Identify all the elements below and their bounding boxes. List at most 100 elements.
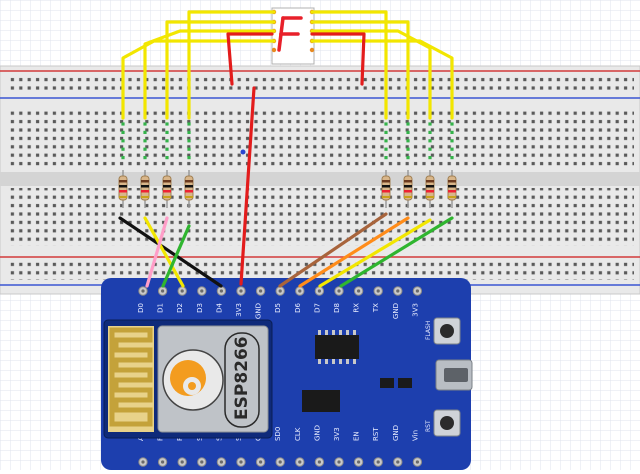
resistor-band (185, 190, 193, 193)
green-dot (406, 122, 410, 126)
green-dot (143, 122, 147, 126)
top-pin-label: D8 (333, 303, 341, 313)
green-dot (428, 147, 432, 151)
top-pin-label: 3V3 (235, 303, 243, 317)
orange-wire (298, 216, 410, 288)
green-dot (187, 147, 191, 151)
top-pin-label: D4 (215, 302, 223, 312)
yellow-wire (165, 20, 276, 120)
ic-pin (339, 330, 342, 335)
bottom-pin-hole-9 (317, 460, 321, 464)
bottom-pin-label: CLK (294, 427, 302, 441)
green-wire (161, 224, 191, 288)
bottom-pin-hole-2 (180, 460, 184, 464)
breadboard (0, 65, 640, 295)
resistor-band (141, 190, 149, 193)
green-dot (384, 147, 388, 151)
resistor-band (119, 196, 127, 198)
green-dot (450, 139, 454, 143)
logo-dot (188, 382, 196, 390)
ic-pin (353, 359, 356, 364)
top-pin-hole-12 (376, 289, 380, 293)
pink-wire (145, 216, 169, 288)
green-dot (143, 147, 147, 151)
red-wire (226, 32, 274, 86)
resistor-band (448, 196, 456, 198)
green-dot (143, 139, 147, 143)
bottom-pin-hole-14 (415, 460, 419, 464)
top-pin-label: D7 (313, 303, 321, 313)
resistor-band (382, 190, 390, 193)
segment-e (277, 32, 283, 52)
resistor-band (163, 190, 171, 193)
top-pin-label: D5 (274, 303, 282, 313)
top-pin-label: D2 (176, 303, 184, 313)
ic-pin (318, 330, 321, 335)
ic-pin (339, 359, 342, 364)
green-dot (428, 130, 432, 134)
ic-pin (332, 359, 335, 364)
bottom-pin-hole-3 (200, 460, 204, 464)
green-dot (384, 156, 388, 160)
green-dot (428, 122, 432, 126)
top-pin-label: GND (392, 303, 400, 319)
top-pin-hole-8 (298, 289, 302, 293)
green-dot (165, 122, 169, 126)
resistor-band (404, 190, 412, 193)
upper-terminal-holes (6, 110, 634, 168)
top-pin-hole-9 (317, 289, 321, 293)
green-dot (165, 139, 169, 143)
ic-pin (325, 330, 328, 335)
bottom-pin-label: Vin (411, 430, 419, 441)
resistor-band (141, 185, 149, 188)
top-pin-label: 3V3 (411, 303, 419, 317)
green-dot (165, 156, 169, 160)
resistors (118, 170, 457, 208)
blue-dot (240, 149, 246, 155)
yellow-wire (143, 216, 185, 288)
yellow-wire (121, 39, 276, 120)
top-pin-hole-3 (200, 289, 204, 293)
wires (118, 10, 454, 288)
chip-label: ESP8266 (232, 336, 252, 420)
yellow-wire (318, 218, 432, 288)
resistor-band (426, 190, 434, 193)
ic-pin (332, 330, 335, 335)
top-pin-label: TX (372, 303, 380, 313)
resistor-band (426, 180, 434, 183)
bottom-pin-hole-1 (161, 460, 165, 464)
top-pin-label: D1 (157, 303, 165, 313)
red-wire (310, 32, 366, 86)
bottom-rail-holes (6, 262, 634, 280)
bottom-pin-hole-13 (396, 460, 400, 464)
green-dot (143, 130, 147, 134)
yellow-wire (310, 39, 454, 120)
display-digit (277, 16, 303, 52)
display-pin (309, 47, 315, 53)
bottom-pin-hole-6 (259, 460, 263, 464)
resistor-band (404, 185, 412, 188)
yellow-wire (187, 10, 276, 120)
bottom-pin-hole-8 (298, 460, 302, 464)
top-pin-hole-13 (396, 289, 400, 293)
segment-f (279, 16, 285, 36)
lower-terminal-holes (6, 188, 634, 246)
bottom-pin-label: SD0 (274, 427, 282, 441)
regulator (302, 390, 340, 412)
resistor-band (426, 196, 434, 198)
ic-pin (325, 359, 328, 364)
bottom-pin-hole-12 (376, 460, 380, 464)
green-dot (384, 130, 388, 134)
green-dot (450, 156, 454, 160)
top-pin-hole-2 (180, 289, 184, 293)
green-dot (428, 139, 432, 143)
resistor-band (404, 180, 412, 183)
bottom-pin-hole-7 (278, 460, 282, 464)
green-dot (121, 156, 125, 160)
top-pin-label: GND (255, 303, 263, 319)
resistor-band (185, 180, 193, 183)
green-jumper-dots (121, 122, 454, 160)
